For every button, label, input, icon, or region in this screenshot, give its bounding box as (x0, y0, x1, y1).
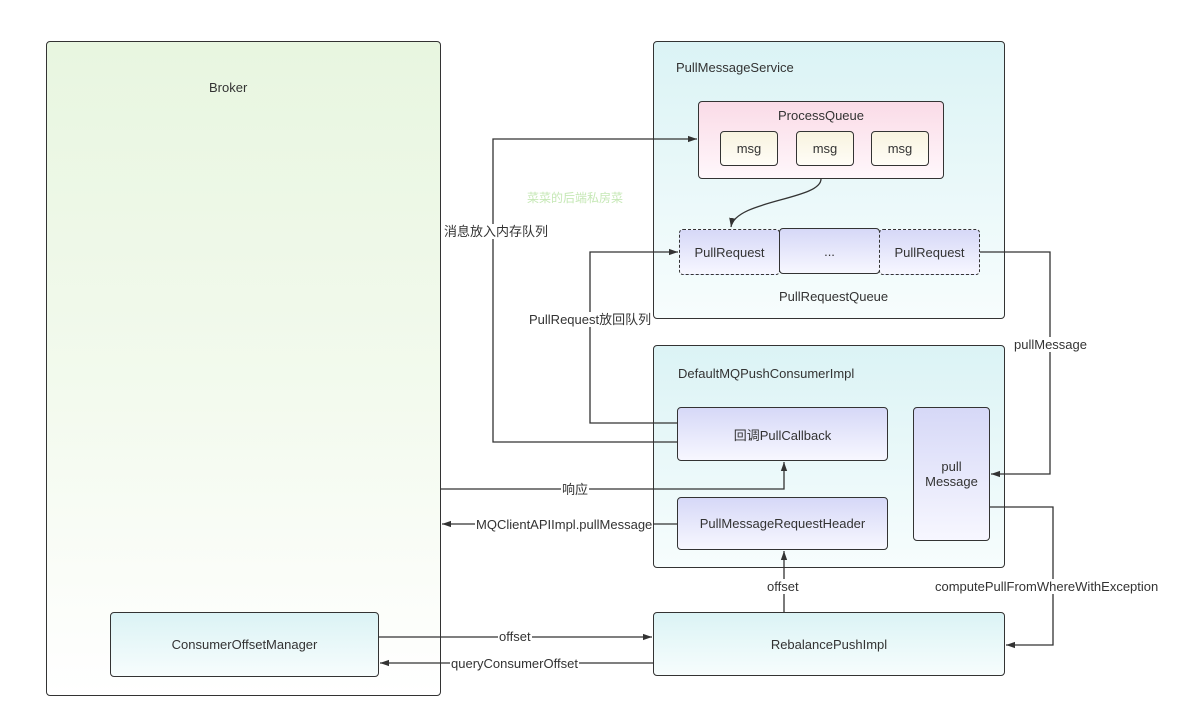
watermark: 菜菜的后端私房菜 (527, 191, 624, 205)
label-offset-right: offset (498, 629, 532, 644)
pull-message-line1: pull (941, 459, 962, 474)
msg-item: msg (720, 131, 778, 166)
label-response: 响应 (561, 482, 590, 497)
label-offset-up: offset (766, 579, 800, 594)
pull-message-line2: Message (925, 474, 978, 489)
pull-message-request-header: PullMessageRequestHeader (677, 497, 888, 550)
broker-label: Broker (209, 80, 248, 95)
msg-item: msg (796, 131, 854, 166)
edge-pullrequest-back (589, 248, 678, 424)
edge-put-into-memory-queue (492, 135, 697, 443)
msg-item: msg (871, 131, 929, 166)
edge-compute-pull-from-where (990, 506, 1054, 649)
pull-request-item: PullRequest (679, 229, 780, 275)
rebalance-push-impl: RebalancePushImpl (653, 612, 1005, 676)
edge-response (441, 462, 788, 490)
label-query-consumer-offset: queryConsumerOffset (450, 656, 579, 671)
pull-request-ellipsis: ... (779, 228, 880, 274)
edge-pull-message (980, 251, 1051, 478)
consumer-impl-label: DefaultMQPushConsumerImpl (678, 366, 855, 381)
label-put-into-memory-queue: 消息放入内存队列 (443, 224, 550, 239)
label-client-api-pull: MQClientAPIImpl.pullMessage (475, 517, 654, 532)
pull-message-node: pull Message (913, 407, 990, 541)
consumer-offset-manager: ConsumerOffsetManager (110, 612, 379, 677)
process-queue-label: ProcessQueue (778, 108, 864, 123)
label-pullrequest-back: PullRequest放回队列 (528, 312, 653, 327)
pull-message-service-label: PullMessageService (676, 60, 794, 75)
label-compute-pull-from-where: computePullFromWhereWithException (934, 579, 1160, 594)
label-pull-message: pullMessage (1013, 337, 1088, 352)
pull-request-item: PullRequest (879, 229, 980, 275)
edge-process-to-pullrequest (729, 178, 822, 228)
broker-container: Broker (46, 41, 441, 696)
pull-callback: 回调PullCallback (677, 407, 888, 461)
pull-request-queue-label: PullRequestQueue (779, 289, 889, 304)
